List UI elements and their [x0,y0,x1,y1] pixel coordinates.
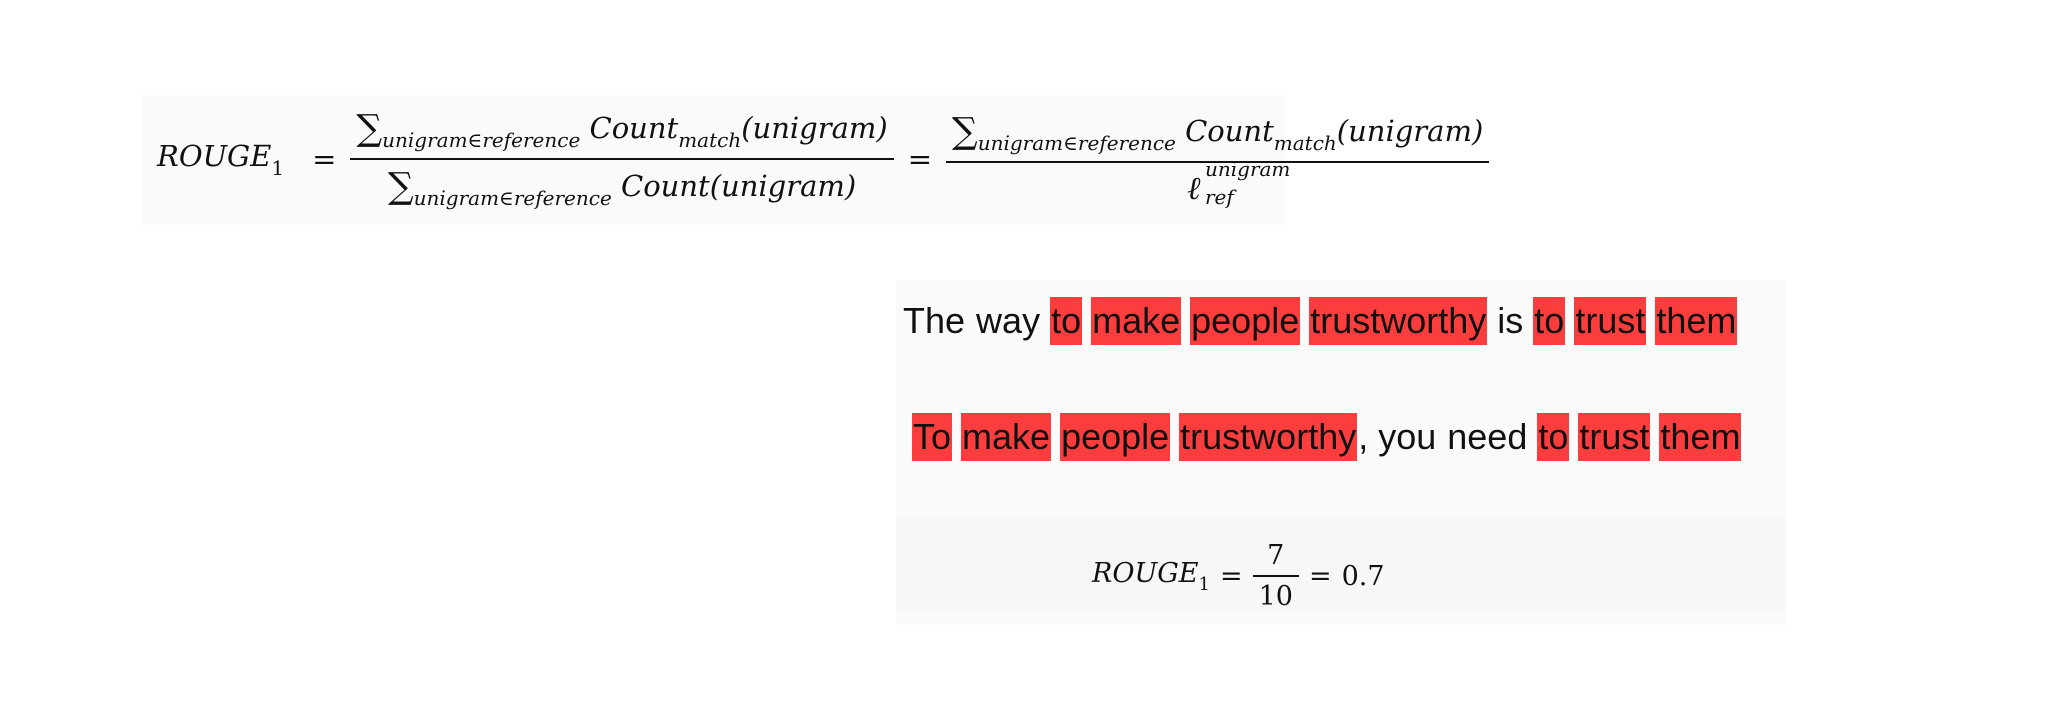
word: , you [1358,416,1437,457]
matched-word: them [1655,297,1738,345]
ell-superscript: unigram [1204,157,1291,181]
sum-subscript: unigram∈reference [977,131,1176,155]
equals-sign: = [1308,560,1332,592]
fraction-1-denominator: ∑unigram∈reference Count(unigram) [382,166,862,210]
count-match-argument: (unigram) [741,111,888,145]
sum-symbol: ∑ [356,108,383,149]
count-label: Count [621,169,710,203]
equals-sign: = [907,142,933,176]
sum-subscript: unigram∈reference [382,128,581,152]
fraction-2-denominator: ℓ unigram ref [1181,157,1290,209]
matched-word: to [1537,413,1570,461]
sum-symbol: ∑ [952,111,978,152]
result-lhs-sub: 1 [1198,573,1210,595]
sum-subscript: unigram∈reference [413,186,612,210]
result-lhs-main: ROUGE [1092,557,1199,589]
fraction-2-bar [946,161,1490,163]
word: is [1497,300,1524,341]
count-argument: (unigram) [709,169,857,203]
word: need [1447,416,1528,457]
matched-word: trustworthy [1179,413,1358,461]
formula-lhs-main: ROUGE [157,138,272,173]
fraction-1-bar [350,158,894,160]
result-numerator: 7 [1267,540,1285,571]
matched-word: people [1190,297,1301,345]
matched-word: trust [1578,413,1651,461]
count-match-label: Count [1185,114,1274,148]
count-match-subscript: match [678,128,742,152]
ell-ref-unigram: ℓ unigram ref [1186,157,1290,209]
matched-word: make [961,413,1052,461]
matched-word: them [1659,413,1742,461]
count-match-argument: (unigram) [1336,114,1484,148]
result-fraction-bar [1252,575,1299,577]
fraction-2-numerator: ∑unigram∈reference Countmatch(unigram) [946,111,1489,155]
word: way [976,300,1041,341]
fraction-1-numerator: ∑unigram∈reference Countmatch(unigram) [350,108,893,152]
result-lhs: ROUGE1 [1092,558,1210,595]
formula-lhs: ROUGE1 [157,139,284,180]
word: The [903,300,966,341]
result-fraction: 7 10 [1252,540,1299,612]
matched-word: make [1091,297,1182,345]
formula-panel [142,95,1284,225]
rouge-formula: ROUGE1 = ∑unigram∈reference Countmatch(u… [157,108,1490,210]
sum-symbol: ∑ [387,166,414,207]
matched-word: to [1533,297,1566,345]
count-match-subscript: match [1273,131,1337,155]
matched-word: trustworthy [1309,297,1488,345]
equals-sign: = [312,142,337,176]
ell-symbol: ℓ [1186,169,1201,207]
result-value: 0.7 [1341,560,1385,592]
matched-word: trust [1574,297,1647,345]
count-match-label: Count [589,111,679,145]
formula-lhs-sub: 1 [271,155,285,180]
matched-word: to [1050,297,1083,345]
result-panel [896,517,1786,612]
matched-word: people [1060,413,1171,461]
ell-subscript: ref [1204,185,1234,209]
formula-fraction-2: ∑unigram∈reference Countmatch(unigram) ℓ… [946,111,1490,209]
matched-word: To [912,413,953,461]
formula-fraction-1: ∑unigram∈reference Countmatch(unigram) ∑… [350,108,894,210]
equals-sign: = [1219,560,1243,592]
rouge-result: ROUGE1 = 7 10 = 0.7 [1092,540,1385,612]
result-denominator: 10 [1258,581,1293,612]
